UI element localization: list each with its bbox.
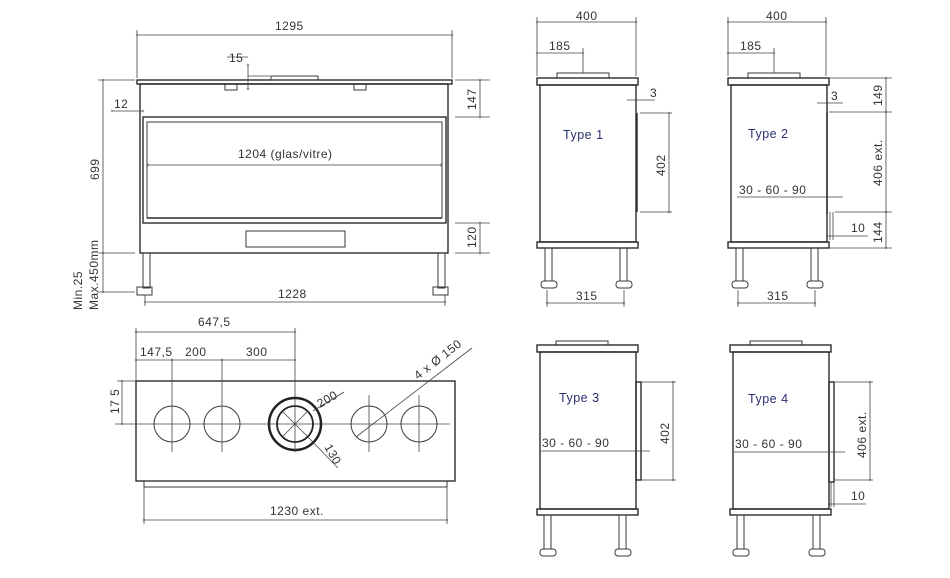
type-label: Type 4 xyxy=(748,392,789,406)
dim-panel-height: 402 xyxy=(654,154,668,176)
holes xyxy=(153,360,438,452)
dim-gap-bottom: 10 xyxy=(851,221,865,235)
dim-width-ext: 1230 ext. xyxy=(270,504,324,518)
foot-left xyxy=(136,286,153,296)
type-label: Type 3 xyxy=(559,391,600,405)
label-holes-diameter: 4 x Ø 150 xyxy=(411,337,464,383)
dim-gap-bottom: 10 xyxy=(851,489,865,503)
dim-to-flue: 300 xyxy=(246,345,268,359)
top-outline xyxy=(135,380,456,482)
side-view-type-3: 402 30 - 60 - 90 Type 3 xyxy=(536,340,676,557)
dim-panel-height: 406 ext. xyxy=(855,411,869,458)
side-view-type-1: 400 185 3 402 Type 1 315 xyxy=(535,9,672,307)
dim-flue-pos: 185 xyxy=(740,39,762,53)
dim-depth: 400 xyxy=(576,9,598,23)
dim-width-overall: 1295 xyxy=(275,19,304,33)
dim-leg-spacing: 1228 xyxy=(278,287,307,301)
type-label: Type 1 xyxy=(563,128,604,142)
type-label: Type 2 xyxy=(748,127,789,141)
dim-depth-center: 17 5 xyxy=(108,389,122,414)
front-view: 1295 1204 (glas/vitre) 15 12 699 Min.25 … xyxy=(71,19,490,310)
dim-top-offset: 15 xyxy=(229,51,243,65)
dim-flue-inner: 130 xyxy=(321,442,344,468)
side-panel xyxy=(828,381,835,483)
offset-options: 30 - 60 - 90 xyxy=(739,183,806,197)
dim-panel-height: 406 ext. xyxy=(871,139,885,186)
leg-min: Min.25 xyxy=(71,271,85,310)
side-view-type-4: 406 ext. 30 - 60 - 90 10 Type 4 xyxy=(729,340,873,557)
dim-glass-to-bottom: 120 xyxy=(465,226,479,248)
foot-right xyxy=(432,286,449,296)
air-intake-panel xyxy=(245,230,346,248)
dim-flue-outer: 200 xyxy=(315,388,341,411)
dim-flue-pos: 185 xyxy=(549,39,571,53)
dim-top: 149 xyxy=(871,84,885,106)
dim-glass-width: 1204 (glas/vitre) xyxy=(238,147,333,161)
dim-first-hole: 147,5 xyxy=(140,345,173,359)
flue-collar xyxy=(270,75,319,81)
dim-depth: 400 xyxy=(766,9,788,23)
dim-bottom: 144 xyxy=(871,221,885,243)
dim-total-height: 699 xyxy=(88,158,102,180)
glass-panel xyxy=(146,121,443,219)
glass-frame xyxy=(142,116,447,224)
dim-top-to-glass: 147 xyxy=(465,88,479,110)
offset-options: 30 - 60 - 90 xyxy=(542,436,609,450)
dim-gap: 3 xyxy=(831,89,838,103)
dim-side-offset: 12 xyxy=(114,97,128,111)
dim-gap: 3 xyxy=(650,86,657,100)
firebox-body xyxy=(139,83,449,254)
dim-leg-spacing: 315 xyxy=(576,289,598,303)
dim-hole-spacing: 200 xyxy=(185,345,207,359)
offset-options: 30 - 60 - 90 xyxy=(735,437,802,451)
dim-leg-spacing: 315 xyxy=(767,289,789,303)
dim-panel-height: 402 xyxy=(658,422,672,444)
side-view-type-2: 400 185 3 149 406 ext. 144 30 - 60 - 90 … xyxy=(726,9,892,307)
top-view: 647,5 147,5 200 300 17 5 4 x Ø 150 200 1… xyxy=(108,315,473,524)
dim-to-center: 647,5 xyxy=(198,315,231,329)
side-panel xyxy=(635,381,642,481)
leg-max: Max.450mm xyxy=(87,239,101,310)
